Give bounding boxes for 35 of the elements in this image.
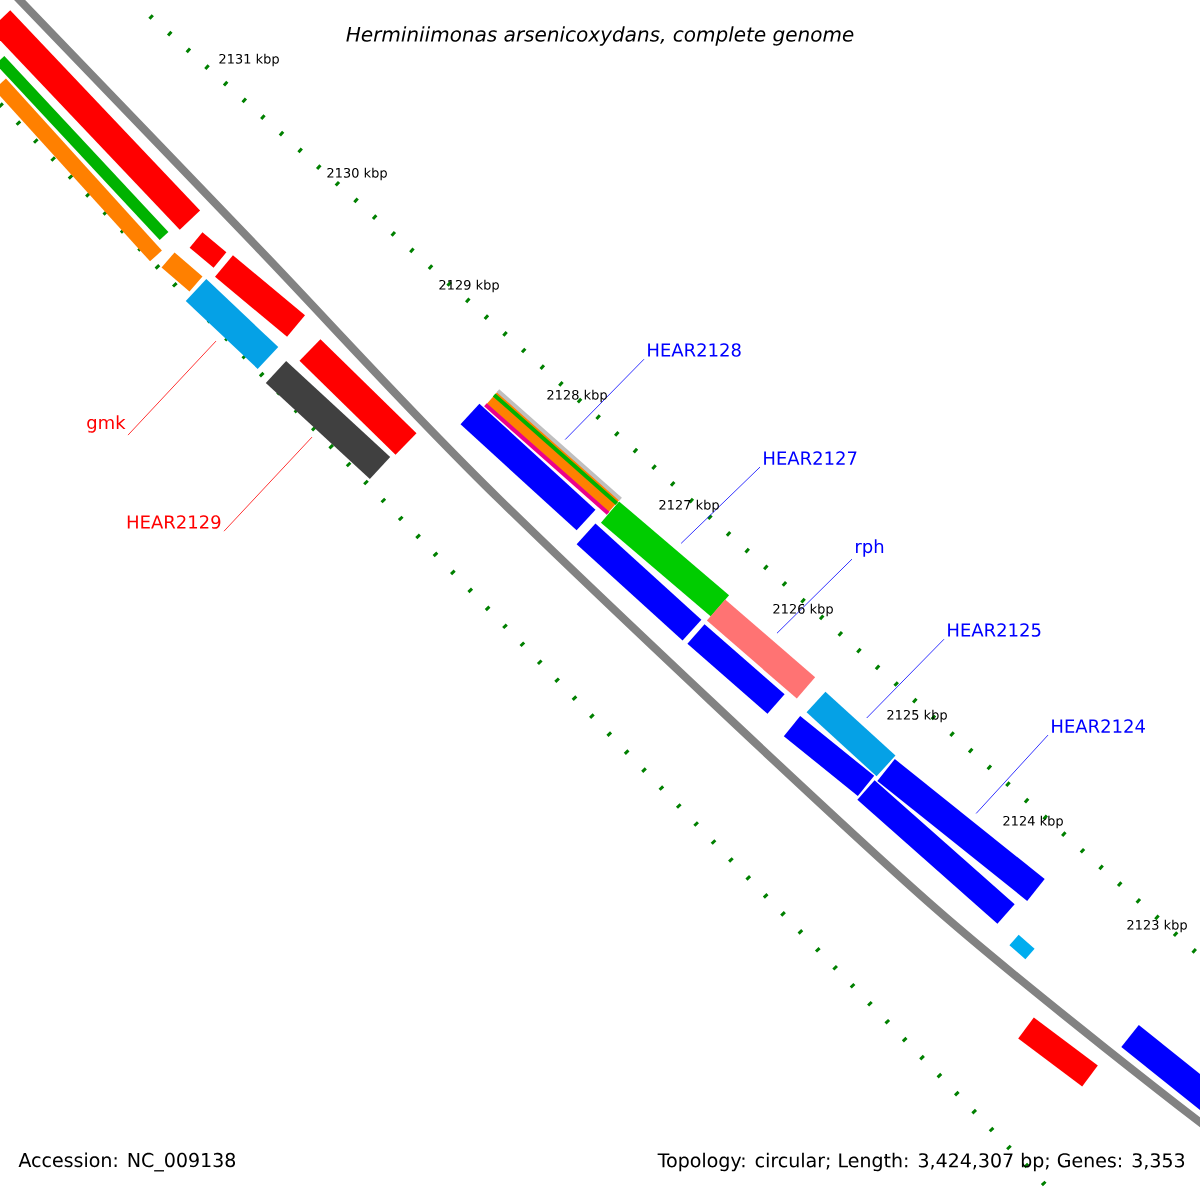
gene-label: HEAR2128 xyxy=(648,343,741,357)
accession-text: Accession: NC_009138 xyxy=(18,1152,236,1172)
gene-label: HEAR2129 xyxy=(127,515,221,529)
gene-feature xyxy=(1009,934,1035,960)
gene-feature xyxy=(460,403,596,531)
title: Herminiimonas arsenicoxydans, complete genome xyxy=(346,26,854,46)
gene-feature xyxy=(0,78,162,262)
gene-label: rph xyxy=(856,539,884,557)
gene-label: HEAR2124 xyxy=(1052,719,1145,733)
gene-feature xyxy=(687,624,785,714)
gene-feature xyxy=(484,389,622,515)
gene-feature xyxy=(215,255,305,337)
genome-info: Topology: circular; Length: 3,424,307 bp; Genes: 3,353 xyxy=(657,1152,1185,1172)
gene-feature xyxy=(0,55,169,241)
gene-feature xyxy=(600,501,730,617)
leader-line xyxy=(564,358,645,440)
gene-feature xyxy=(185,279,279,369)
gene-feature xyxy=(576,523,702,641)
leader-line xyxy=(127,340,217,436)
gene-feature xyxy=(1018,1017,1098,1087)
gene-feature xyxy=(161,252,203,292)
gene-feature xyxy=(189,232,227,268)
leader-line xyxy=(776,558,853,634)
gene-label: HEAR2125 xyxy=(948,623,1041,637)
leader-line xyxy=(975,734,1049,814)
gene-feature xyxy=(783,715,875,797)
gene-feature xyxy=(0,10,201,230)
leader-line xyxy=(866,638,945,719)
leader-line xyxy=(223,436,313,532)
gene-label: gmk xyxy=(87,415,126,433)
gene-label: HEAR2127 xyxy=(764,451,857,465)
gene-feature xyxy=(299,339,417,455)
gene-feature xyxy=(1121,1025,1200,1111)
leader-line xyxy=(680,466,761,544)
gene-feature xyxy=(265,360,391,480)
